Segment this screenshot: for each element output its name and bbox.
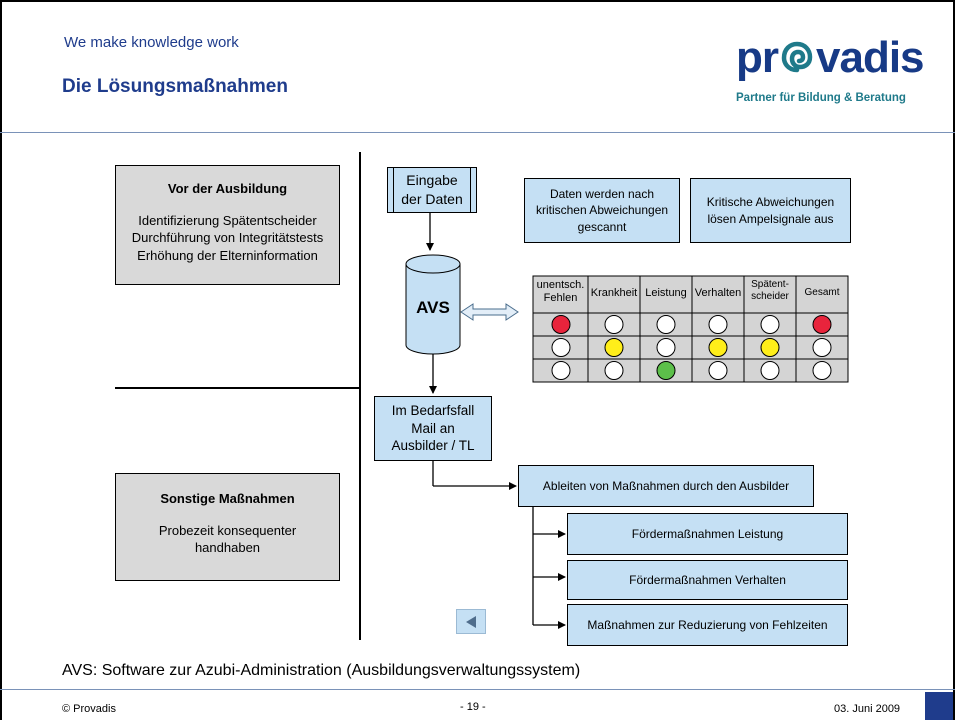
- footer-copyright: © Provadis: [62, 703, 116, 715]
- col-header-late-decider: Spätent- scheider: [744, 279, 796, 303]
- footer-page-number: - 19 -: [460, 701, 486, 713]
- logo-subtitle: Partner für Bildung & Beratung: [736, 92, 906, 104]
- signal-dot-red: [812, 315, 832, 334]
- scan-line-1: Daten werden nach: [549, 187, 655, 202]
- box-measure-behaviour: Fördermaßnahmen Verhalten: [567, 560, 848, 600]
- other-line-1: Probezeit konsequenter: [158, 522, 297, 538]
- nav-back-button[interactable]: [456, 609, 486, 634]
- other-line-2: handhaben: [194, 540, 261, 556]
- slide-frame-top: [0, 0, 955, 2]
- slide-frame-right: [953, 0, 955, 720]
- logo-text-right: vadis: [816, 33, 925, 82]
- box-before-training: Vor der Ausbildung Identifizierung Späte…: [115, 165, 340, 285]
- signal-dot-none: [812, 361, 832, 380]
- col-header-late-decider-line-2: scheider: [751, 291, 789, 302]
- scan-line-2: kritischen Abweichungen: [535, 203, 669, 218]
- box-derive-measures: Ableiten von Maßnahmen durch den Ausbild…: [518, 465, 814, 507]
- col-header-late-decider-line-1: Spätent-: [751, 279, 789, 290]
- header-rule: [0, 132, 955, 133]
- signal-dot-red: [551, 315, 571, 334]
- input-line-1: Eingabe: [406, 172, 458, 189]
- signals-line-2: lösen Ampelsignale aus: [707, 211, 834, 226]
- logo-text-left: pr: [736, 33, 779, 82]
- signal-dot-none: [708, 315, 728, 334]
- box-measure-performance: Fördermaßnahmen Leistung: [567, 513, 848, 555]
- footer-corner-block: [925, 692, 953, 720]
- before-line-2: Durchführung von Integritätstests: [131, 230, 324, 246]
- box-measure-absence: Maßnahmen zur Reduzierung von Fehlzeiten: [567, 604, 848, 646]
- slide-title: Die Lösungsmaßnahmen: [62, 76, 288, 97]
- avs-label: AVS: [416, 298, 450, 317]
- signal-dot-none: [551, 338, 571, 357]
- signal-dot-none: [656, 338, 676, 357]
- signal-dot-none: [604, 361, 624, 380]
- signal-dot-yellow: [604, 338, 624, 357]
- input-box-right-bar: [470, 167, 471, 213]
- scan-line-3: gescannt: [577, 219, 627, 234]
- box-traffic-signals: Kritische Abweichungen lösen Ampelsignal…: [690, 178, 851, 243]
- before-line-1: Identifizierung Spätentscheider: [138, 212, 317, 228]
- col-header-unexcused-line-1: unentsch.: [536, 279, 585, 291]
- input-line-2: der Daten: [401, 191, 463, 207]
- signal-dot-none: [604, 315, 624, 334]
- signal-dot-none: [708, 361, 728, 380]
- signal-dot-none: [656, 315, 676, 334]
- box-data-scanned: Daten werden nach kritischen Abweichunge…: [524, 178, 680, 243]
- before-heading: Vor der Ausbildung: [167, 181, 288, 196]
- col-header-unexcused-line-2: Fehlen: [543, 292, 578, 305]
- col-header-total: Gesamt: [804, 287, 840, 298]
- double-arrow-icon: [460, 303, 519, 321]
- box-mail-if-needed: Im Bedarfsfall Mail an Ausbilder / TL: [374, 396, 492, 461]
- footnote: AVS: Software zur Azubi-Administration (…: [62, 662, 581, 679]
- avs-database-cylinder: [405, 254, 461, 355]
- mail-line-2: Mail an: [411, 420, 455, 436]
- signal-dot-none: [760, 361, 780, 380]
- box-data-input: Eingabe der Daten: [387, 167, 477, 213]
- signal-table: [532, 275, 849, 383]
- signal-dot-none: [760, 315, 780, 334]
- triangle-left-icon: [466, 615, 476, 628]
- signal-dot-yellow: [760, 338, 780, 357]
- signal-dot-yellow: [708, 338, 728, 357]
- footer-rule: [0, 689, 955, 690]
- col-header-performance: Leistung: [645, 287, 687, 299]
- other-heading: Sonstige Maßnahmen: [160, 491, 295, 506]
- col-header-unexcused: unentsch. Fehlen: [533, 279, 588, 305]
- signal-dot-green: [656, 361, 676, 380]
- signals-line-1: Kritische Abweichungen: [706, 194, 835, 209]
- input-box-left-bar: [393, 167, 394, 213]
- signal-dot-none: [812, 338, 832, 357]
- spiral-logo-icon: [781, 41, 813, 73]
- mail-line-3: Ausbilder / TL: [391, 438, 475, 454]
- box-other-measures: Sonstige Maßnahmen Probezeit konsequente…: [115, 473, 340, 581]
- mail-line-1: Im Bedarfsfall: [391, 403, 475, 419]
- footer-date: 03. Juni 2009: [834, 703, 901, 715]
- provadis-logo: pr vadis: [736, 33, 925, 82]
- before-line-3: Erhöhung der Elterninformation: [137, 247, 318, 263]
- col-header-behaviour: Verhalten: [694, 287, 742, 299]
- slide-frame-left: [0, 0, 2, 720]
- tagline: We make knowledge work: [64, 34, 239, 51]
- col-header-illness: Krankheit: [590, 287, 638, 299]
- signal-dot-none: [551, 361, 571, 380]
